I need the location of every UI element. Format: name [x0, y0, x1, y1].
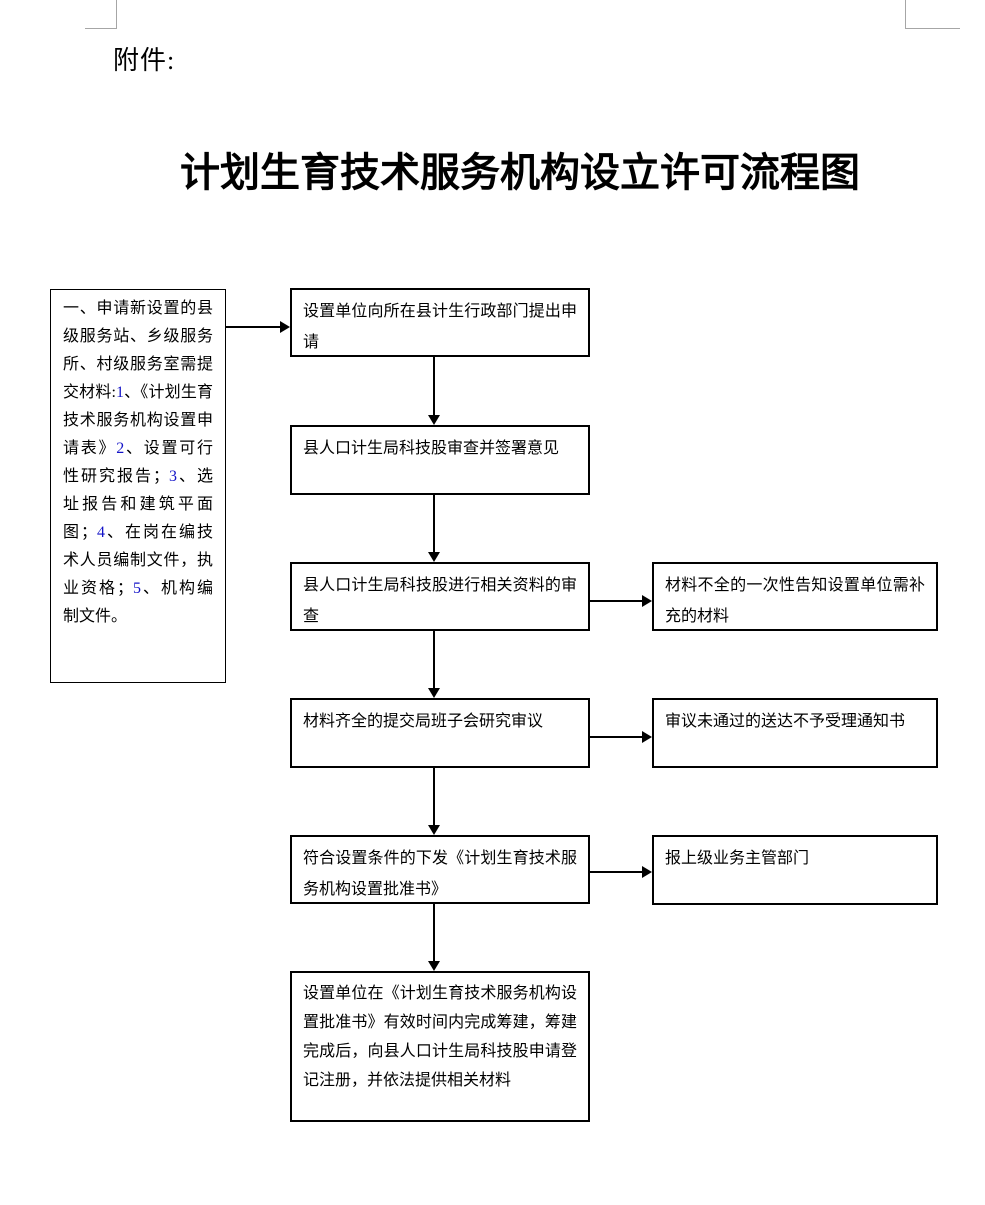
crop-mark-top-right-horizontal: [905, 28, 960, 29]
materials-number-3: 3: [168, 468, 177, 485]
materials-number-1: 1: [115, 384, 124, 401]
connector-step3-side1: [590, 600, 643, 602]
materials-number-5: 5: [133, 580, 141, 597]
materials-item-3: 、选址报告和建筑平面图；: [63, 468, 213, 541]
connector-materials-to-step1: [225, 326, 281, 328]
materials-text-intro: 一、申请新设置的县级服务站、乡级服务所、村级服务室需提交材料:: [63, 300, 213, 401]
crop-mark-top-right-vertical: [905, 0, 906, 29]
step-box-material-review: 县人口计生局科技股进行相关资料的审查: [290, 562, 590, 631]
arrowhead-right-icon: [642, 866, 652, 878]
arrowhead-right-icon: [642, 731, 652, 743]
side-box-incomplete-materials: 材料不全的一次性告知设置单位需补充的材料: [652, 562, 938, 631]
arrowhead-down-icon: [428, 825, 440, 835]
materials-item-1: 、《计划生育技术服务机构设置申请表》: [63, 384, 213, 457]
side-box-rejection-notice: 审议未通过的送达不予受理通知书: [652, 698, 938, 768]
arrowhead-right-icon: [280, 321, 290, 333]
crop-mark-top-left-horizontal: [85, 28, 117, 29]
step-box-review-sign: 县人口计生局科技股审查并签署意见: [290, 425, 590, 495]
arrowhead-down-icon: [428, 415, 440, 425]
materials-number-2: 2: [116, 440, 125, 457]
step-box-registration: 设置单位在《计划生育技术服务机构设置批准书》有效时间内完成筹建，筹建完成后，向县…: [290, 971, 590, 1122]
connector-step1-step2: [433, 357, 435, 416]
materials-item-2: 、设置可行性研究报告；: [63, 440, 213, 485]
materials-item-5: 、机构编制文件。: [63, 580, 213, 625]
connector-step5-step6: [433, 904, 435, 962]
step-box-committee-review: 材料齐全的提交局班子会研究审议: [290, 698, 590, 768]
step-box-issue-approval: 符合设置条件的下发《计划生育技术服务机构设置批准书》: [290, 835, 590, 904]
attachment-label: 附件:: [113, 46, 176, 75]
page-title: 计划生育技术服务机构设立许可流程图: [180, 150, 860, 195]
connector-step5-side3: [590, 871, 643, 873]
materials-item-4: 、在岗在编技术人员编制文件，执业资格；: [63, 524, 213, 597]
side-box-report-superior: 报上级业务主管部门: [652, 835, 938, 905]
materials-number-4: 4: [97, 524, 105, 541]
connector-step3-step4: [433, 631, 435, 689]
materials-note-box: 一、申请新设置的县级服务站、乡级服务所、村级服务室需提交材料:1、《计划生育技术…: [50, 289, 226, 683]
step-box-apply: 设置单位向所在县计生行政部门提出申请: [290, 288, 590, 357]
connector-step4-side2: [590, 736, 643, 738]
arrowhead-down-icon: [428, 961, 440, 971]
arrowhead-down-icon: [428, 552, 440, 562]
arrowhead-right-icon: [642, 595, 652, 607]
connector-step4-step5: [433, 768, 435, 826]
connector-step2-step3: [433, 495, 435, 553]
crop-mark-top-left-vertical: [116, 0, 117, 29]
arrowhead-down-icon: [428, 688, 440, 698]
